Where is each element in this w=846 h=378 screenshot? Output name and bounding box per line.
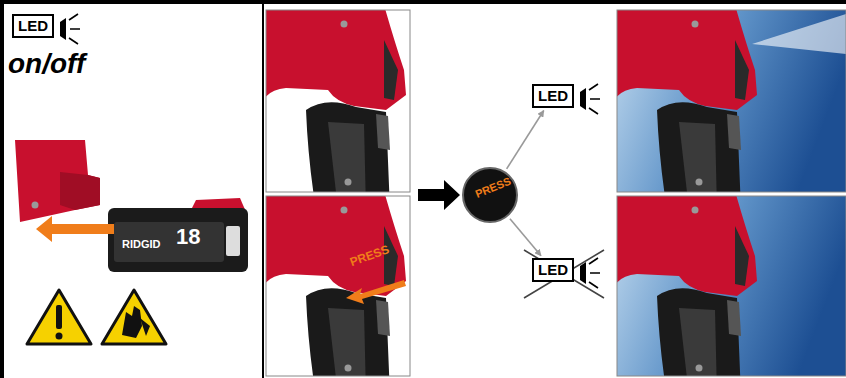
branch-arrow: [510, 219, 541, 256]
node-text: LED: [538, 87, 568, 104]
branch-arrow: [507, 111, 544, 169]
node-text: PRESS: [474, 175, 513, 200]
press-instruction: PRESS: [348, 242, 391, 269]
diagram-title: on/off: [8, 48, 85, 80]
voltage-number: 18: [176, 224, 200, 250]
press-callout-circle: PRESS: [462, 167, 518, 223]
led-on-icon: LED: [532, 84, 574, 108]
node-text: LED: [538, 261, 568, 278]
led-icon: LED: [12, 14, 54, 38]
node-text: LED: [18, 17, 48, 34]
led-off-icon: LED: [532, 258, 574, 282]
brand-name: RIDGID: [122, 238, 161, 250]
